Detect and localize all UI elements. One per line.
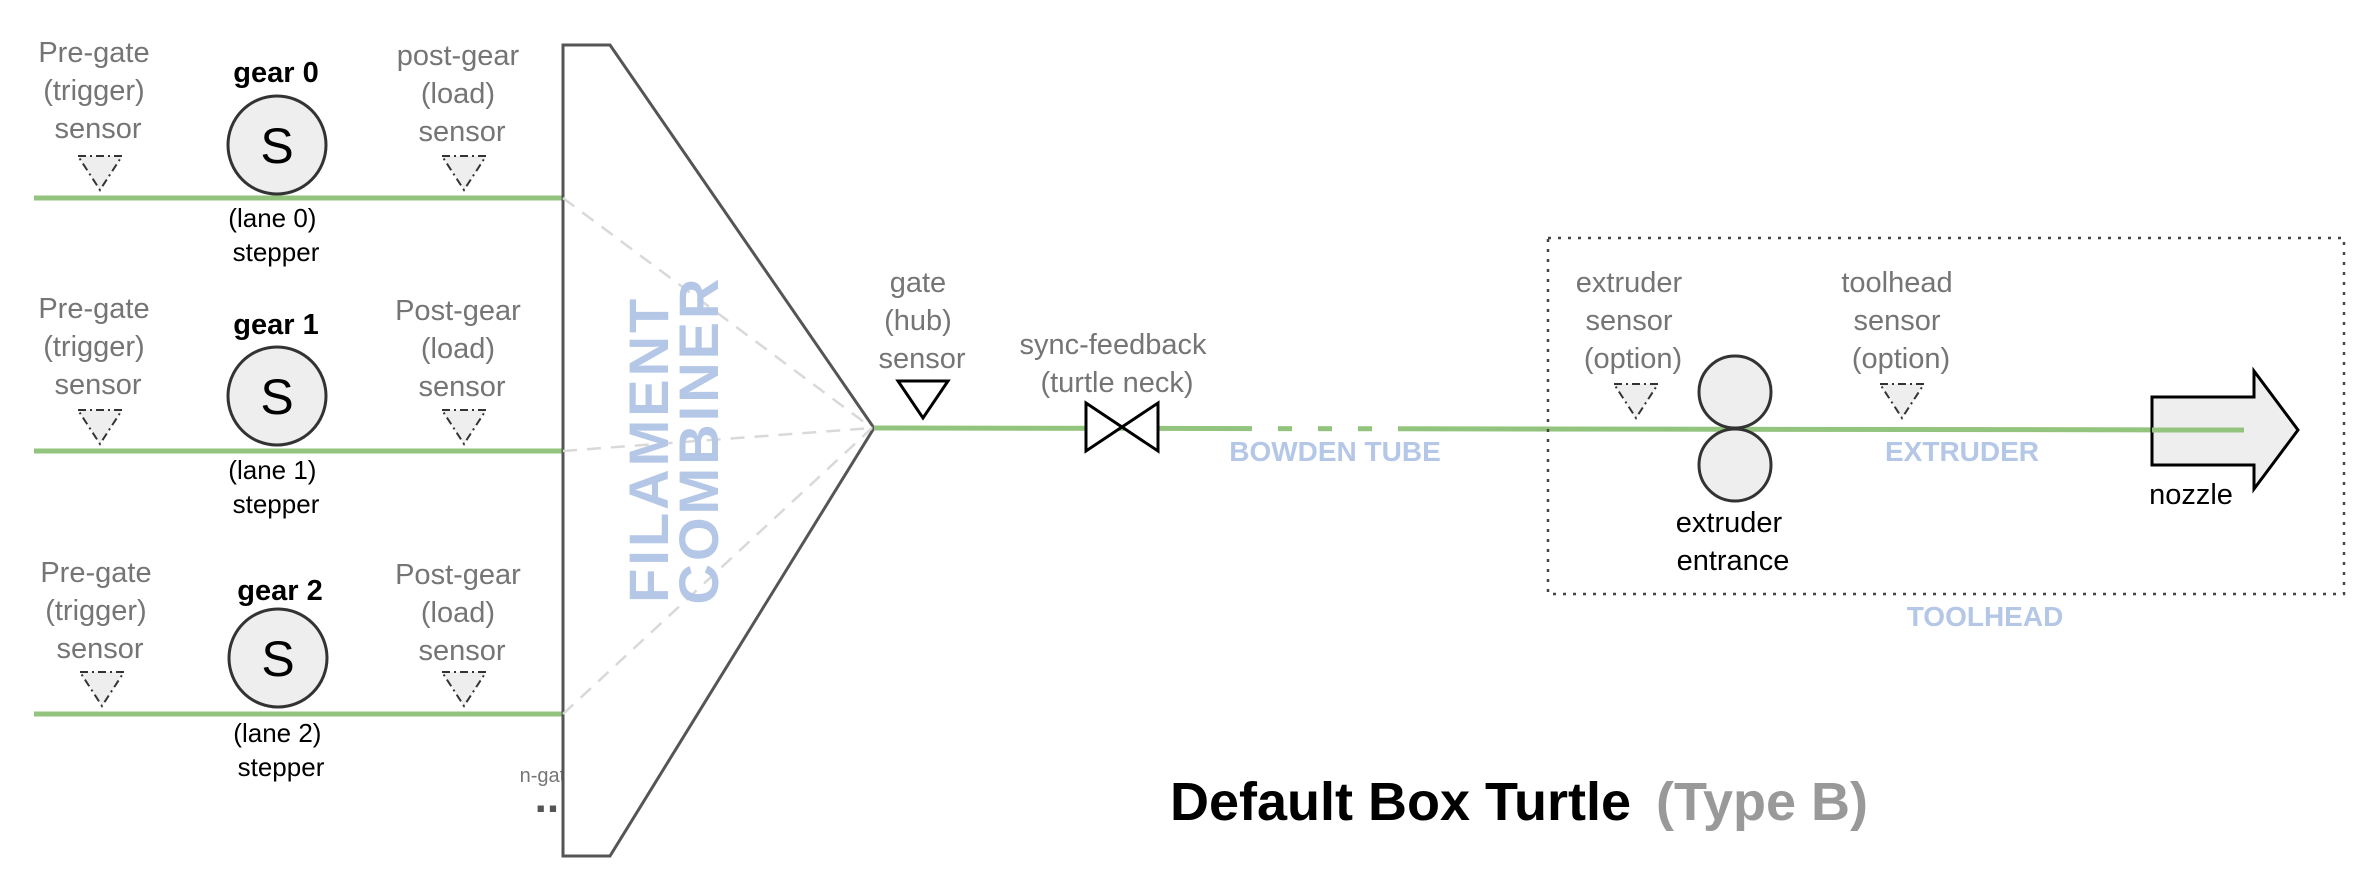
hub-sensor-icon — [895, 379, 951, 421]
combiner-guide-line — [562, 196, 873, 430]
lane-1: Pre-gate (trigger) sensor gear 1 S (lane… — [34, 293, 563, 519]
toolhead-label: TOOLHEAD — [1907, 601, 2064, 632]
post-gear-label: Post-gear (load) sensor — [395, 295, 529, 403]
extruder-sensor-label: extruder sensor (option) — [1576, 267, 1690, 375]
stepper-label: (lane 2) stepper — [233, 718, 328, 782]
post-gear-label: post-gear (load) sensor — [397, 40, 528, 148]
gear-label: gear 1 — [233, 309, 318, 341]
lane-2: Pre-gate (trigger) sensor gear 2 S (lane… — [34, 557, 563, 782]
extruder-entrance-label: extruder entrance — [1676, 507, 1790, 577]
gate-hub-sensor-label: gate (hub) sensor — [878, 267, 965, 375]
pre-gate-sensor-icon — [78, 671, 126, 708]
stepper-symbol: S — [260, 118, 293, 174]
pre-gate-sensor-icon — [76, 409, 124, 446]
stepper-motor-icon — [227, 607, 329, 709]
stepper-symbol: S — [260, 369, 293, 425]
lane-0: Pre-gate (trigger) sensor gear 0 S (lane… — [34, 37, 563, 267]
post-gear-label: Post-gear (load) sensor — [395, 559, 529, 667]
bowden-filament — [873, 425, 2249, 433]
extruder-sensor-icon — [1612, 383, 1660, 420]
stepper-symbol: S — [261, 631, 294, 687]
pre-gate-label: Pre-gate (trigger) sensor — [38, 293, 157, 401]
filament-combiner: FILAMENT COMBINER — [561, 43, 876, 858]
diagram-title: Default Box Turtle (Type B) — [1170, 772, 1868, 832]
extruder-gear-bottom-icon — [1697, 427, 1773, 503]
toolhead-sensor-label: toolhead sensor (option) — [1841, 267, 1960, 375]
post-gear-sensor-icon — [440, 409, 488, 446]
toolhead-boundary — [1546, 236, 2346, 596]
combiner-guide-line — [562, 426, 873, 453]
stepper-label: (lane 0) stepper — [228, 203, 323, 267]
combiner-label: FILAMENT COMBINER — [617, 276, 730, 605]
toolhead-sensor-icon — [1878, 383, 1926, 420]
extruder-label: EXTRUDER — [1885, 436, 2039, 467]
stepper-motor-icon — [226, 345, 328, 447]
pre-gate-sensor-icon — [76, 155, 124, 192]
combiner-funnel — [561, 43, 876, 858]
stepper-motor-icon — [226, 94, 328, 196]
gear-label: gear 0 — [233, 57, 318, 89]
nozzle-label: nozzle — [2149, 479, 2233, 511]
post-gear-sensor-icon — [440, 155, 488, 192]
post-gear-sensor-icon — [440, 671, 488, 708]
extruder-gear-top-icon — [1697, 354, 1773, 430]
pre-gate-label: Pre-gate (trigger) sensor — [40, 557, 159, 665]
bowden-tube-label: BOWDEN TUBE — [1229, 436, 1441, 467]
pre-gate-label: Pre-gate (trigger) sensor — [38, 37, 157, 145]
stepper-label: (lane 1) stepper — [228, 455, 323, 519]
sync-feedback-label: sync-feedback (turtle neck) — [1019, 329, 1214, 399]
sync-feedback-valve-icon — [1084, 400, 1160, 454]
gear-label: gear 2 — [237, 575, 322, 607]
